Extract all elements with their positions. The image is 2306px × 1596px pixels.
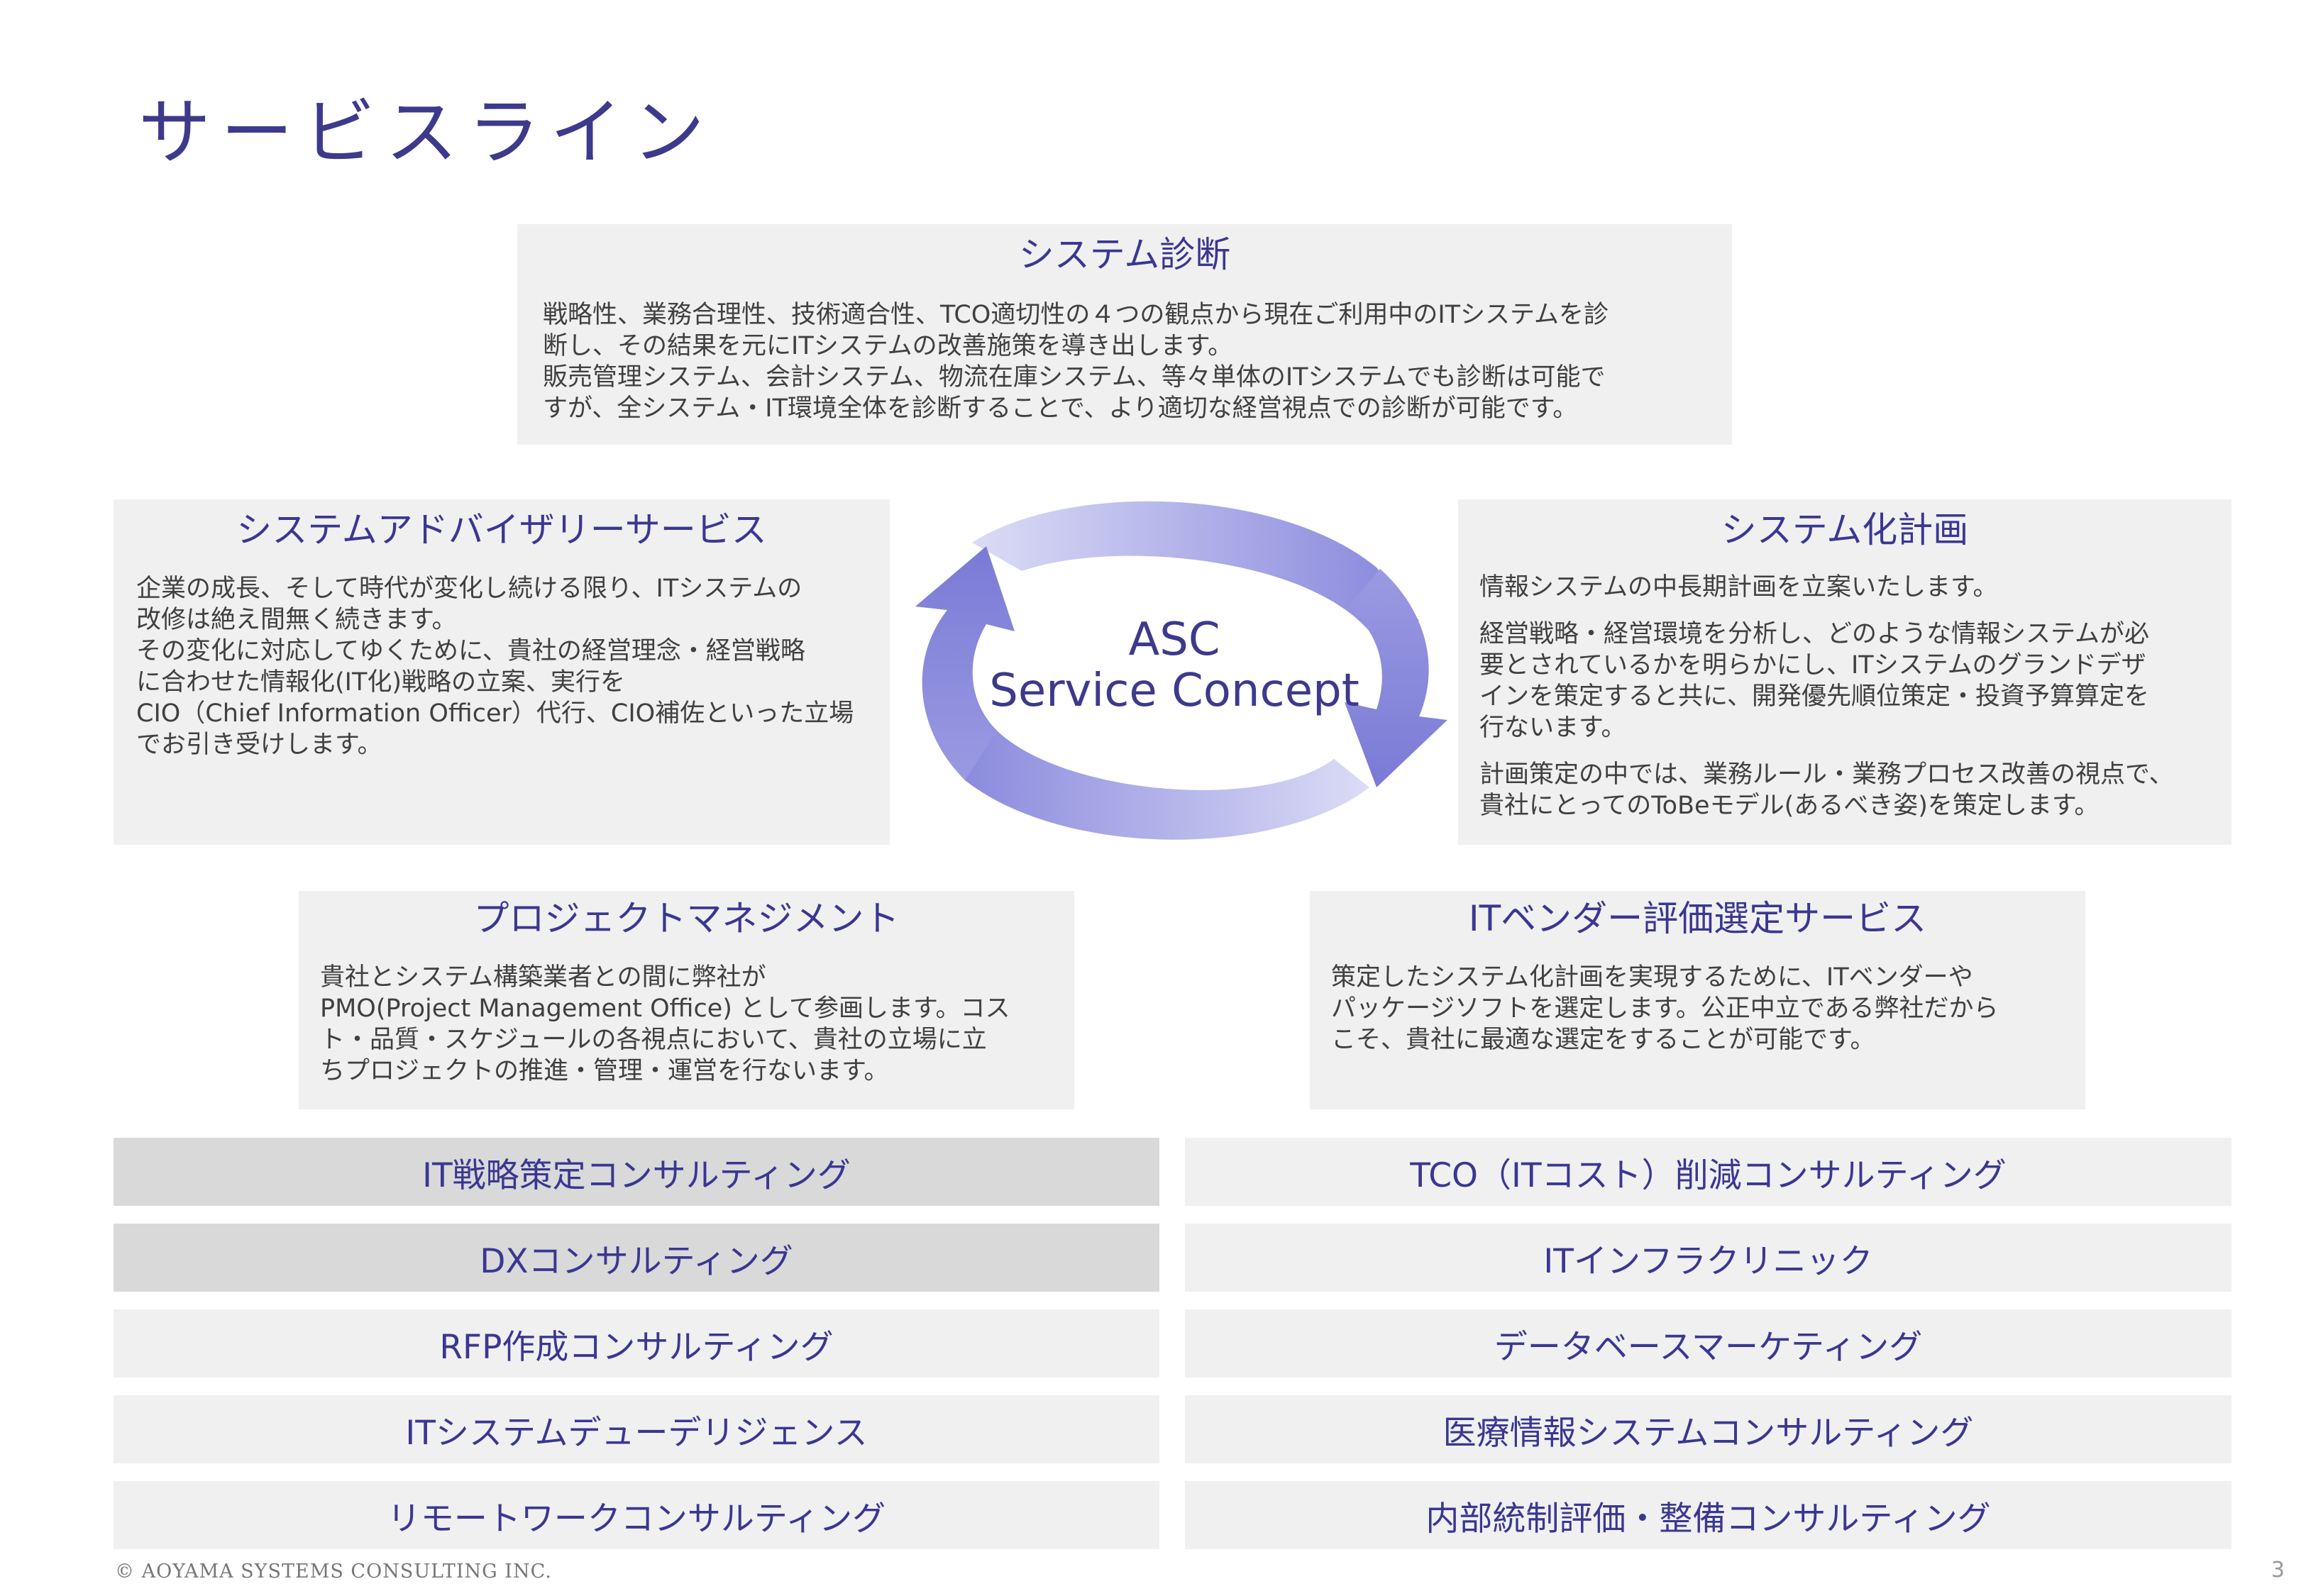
page-number: 3 [2271, 1558, 2285, 1583]
description-line: 経営戦略・経営環境を分析し、どのような情報システムが必 [1479, 620, 2149, 648]
card-title: システム診断 [1018, 234, 1231, 275]
description-line: すが、全システム・IT環境全体を診断することで、より適切な経営視点での診断が可能… [543, 394, 1578, 423]
description-line: 貴社とシステム構築業者との間に弊社が [320, 963, 766, 992]
cycle-arrow-top [972, 501, 1419, 631]
description-line: ちプロジェクトの推進・管理・運営を行ないます。 [320, 1057, 889, 1085]
concept-title-line1: ASC [1128, 614, 1220, 666]
card-description: 貴社とシステム構築業者との間に弊社が PMO(Project Managemen… [299, 936, 1074, 1087]
service-it-strategy[interactable]: IT戦略策定コンサルティング [114, 1138, 1159, 1206]
service-tco-reduction[interactable]: TCO（ITコスト）削減コンサルティング [1185, 1138, 2231, 1206]
cycle-arrows-graphic [915, 501, 1447, 840]
description-line: に合わせた情報化(IT化)戦略の立案、実行を [136, 668, 626, 697]
cycle-arrow-right [1345, 569, 1447, 787]
service-database-marketing[interactable]: データベースマーケティング [1185, 1309, 2231, 1378]
description-line: 要とされているかを明らかにし、ITシステムのグランドデザ [1479, 651, 2146, 680]
description-line: 計画策定の中では、業務ルール・業務プロセス改善の視点で、 [1479, 760, 2174, 789]
description-line: 情報システムの中長期計画を立案いたします。 [1479, 573, 1998, 602]
description-line: 策定したシステム化計画を実現するために、ITベンダーや [1331, 963, 1973, 992]
card-description: 企業の成長、そして時代が変化し続ける限り、ITシステムの 改修は絶え間無く続きま… [114, 548, 890, 760]
description-line: CIO（Chief Information Officer）代行、CIO補佐とい… [136, 699, 854, 728]
card-description: 戦略性、業務合理性、技術適合性、TCO適切性の４つの観点から現在ご利用中のITシ… [517, 272, 1732, 424]
description-line: でお引き受けします。 [136, 731, 382, 759]
service-it-due-diligence[interactable]: ITシステムデューデリジェンス [114, 1395, 1159, 1463]
description-line: ト・品質・スケジュールの各視点において、貴社の立場に立 [320, 1026, 987, 1054]
description-line: 販売管理システム、会計システム、物流在庫システム、等々単体のITシステムでも診断… [543, 363, 1606, 392]
card-title: システム化計画 [1721, 509, 1969, 550]
description-line: PMO(Project Management Office) として参画します。… [320, 994, 1010, 1023]
service-card-system-planning: システム化計画 情報システムの中長期計画を立案いたします。 経営戦略・経営環境を… [1458, 499, 2231, 845]
description-line: インを策定すると共に、開発優先順位策定・投資予算算定を [1479, 682, 2149, 711]
service-card-system-advisory: システムアドバイザリーサービス 企業の成長、そして時代が変化し続ける限り、ITシ… [114, 499, 890, 845]
card-title: ITベンダー評価選定サービス [1468, 898, 1927, 939]
cycle-arrow-left [915, 546, 1015, 780]
service-card-vendor-evaluation: ITベンダー評価選定サービス 策定したシステム化計画を実現するために、ITベンダ… [1310, 891, 2085, 1109]
service-card-project-management: プロジェクトマネジメント 貴社とシステム構築業者との間に弊社が PMO(Proj… [299, 891, 1074, 1109]
footer-copyright: © AOYAMA SYSTEMS CONSULTING INC. [115, 1561, 552, 1583]
cycle-arrow-bottom [937, 724, 1369, 840]
service-card-system-diagnosis: システム診断 戦略性、業務合理性、技術適合性、TCO適切性の４つの観点から現在ご… [517, 224, 1732, 445]
service-dx-consulting[interactable]: DXコンサルティング [114, 1224, 1159, 1292]
description-line: 貴社にとってのToBeモデル(あるべき姿)を策定します。 [1479, 792, 2100, 820]
description-line: その変化に対応してゆくために、貴社の経営理念・経営戦略 [136, 637, 805, 665]
description-line: 企業の成長、そして時代が変化し続ける限り、ITシステムの [136, 575, 802, 603]
card-description: 策定したシステム化計画を実現するために、ITベンダーや パッケージソフトを選定し… [1310, 936, 2085, 1055]
card-title: プロジェクトマネジメント [473, 898, 900, 939]
service-medical-info[interactable]: 医療情報システムコンサルティング [1185, 1395, 2231, 1463]
card-description: 情報システムの中長期計画を立案いたします。 経営戦略・経営環境を分析し、どのよう… [1458, 548, 2231, 821]
description-line: こそ、貴社に最適な選定をすることが可能です。 [1331, 1026, 1875, 1054]
description-line: 断し、その結果を元にITシステムの改善施策を導き出します。 [543, 332, 1233, 360]
description-paragraph: 計画策定の中では、業務ルール・業務プロセス改善の視点で、 貴社にとってのToBe… [1479, 759, 2213, 821]
description-line: パッケージソフトを選定します。公正中立である弊社だから [1331, 994, 1999, 1023]
service-internal-control[interactable]: 内部統制評価・整備コンサルティング [1185, 1481, 2231, 1549]
description-line: 改修は絶え間無く続きます。 [136, 606, 457, 634]
service-remote-work[interactable]: リモートワークコンサルティング [114, 1481, 1159, 1549]
description-paragraph: 経営戦略・経営環境を分析し、どのような情報システムが必 要とされているかを明らか… [1479, 619, 2213, 743]
description-line: 戦略性、業務合理性、技術適合性、TCO適切性の４つの観点から現在ご利用中のITシ… [543, 301, 1609, 329]
concept-title-line2: Service Concept [989, 665, 1359, 717]
card-title: システムアドバイザリーサービス [236, 509, 767, 550]
service-it-infra-clinic[interactable]: ITインフラクリニック [1185, 1224, 2231, 1292]
page-title: サービスライン [138, 91, 715, 175]
service-rfp-consulting[interactable]: RFP作成コンサルティング [114, 1309, 1159, 1378]
description-line: 行ないます。 [1479, 714, 1626, 742]
